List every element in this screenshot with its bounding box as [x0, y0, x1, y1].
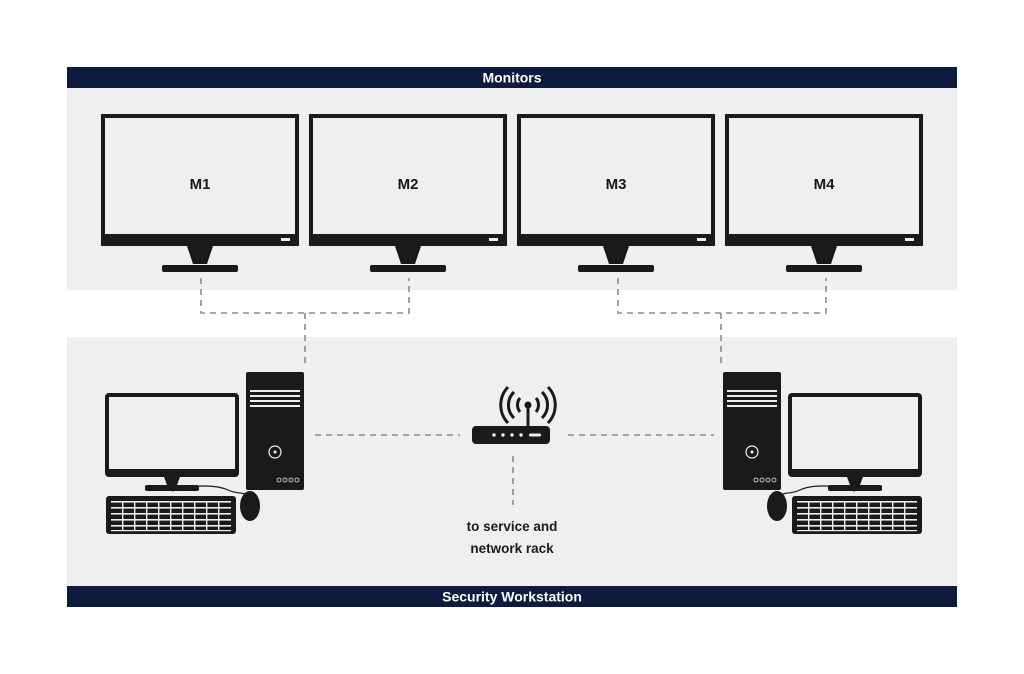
desktop-monitor-icon [105, 393, 239, 491]
desktop-monitor-icon [788, 393, 922, 491]
workstation-left [105, 371, 305, 534]
monitor-label: M1 [190, 176, 211, 193]
router-caption-line1: to service and [467, 519, 558, 534]
mouse-cable [779, 485, 856, 496]
mouse-cable [171, 485, 249, 496]
workstation-right [722, 371, 922, 534]
bottom-banner-bar [67, 586, 957, 607]
mouse-icon [240, 491, 260, 521]
router-caption-line2: network rack [470, 541, 554, 556]
monitor-label: M3 [606, 176, 627, 193]
keyboard-icon [792, 496, 922, 534]
bottom-banner-title: Security Workstation [442, 589, 582, 605]
mouse-icon [767, 491, 787, 521]
monitor-m1: M1 [101, 114, 299, 272]
top-banner: Monitors [67, 67, 957, 88]
monitor-label: M4 [814, 176, 835, 193]
wifi-router-icon [472, 385, 557, 444]
monitor-label: M2 [398, 176, 419, 193]
monitor-m4: M4 [725, 114, 923, 272]
tower-icon [722, 371, 782, 491]
top-banner-title: Monitors [482, 70, 541, 86]
bottom-banner: Security Workstation [67, 586, 957, 607]
monitor-m2: M2 [309, 114, 507, 272]
keyboard-icon [106, 496, 236, 534]
monitor-m3: M3 [517, 114, 715, 272]
top-banner-bar [67, 67, 957, 88]
connection-lines [200, 278, 827, 505]
tower-icon [245, 371, 305, 491]
